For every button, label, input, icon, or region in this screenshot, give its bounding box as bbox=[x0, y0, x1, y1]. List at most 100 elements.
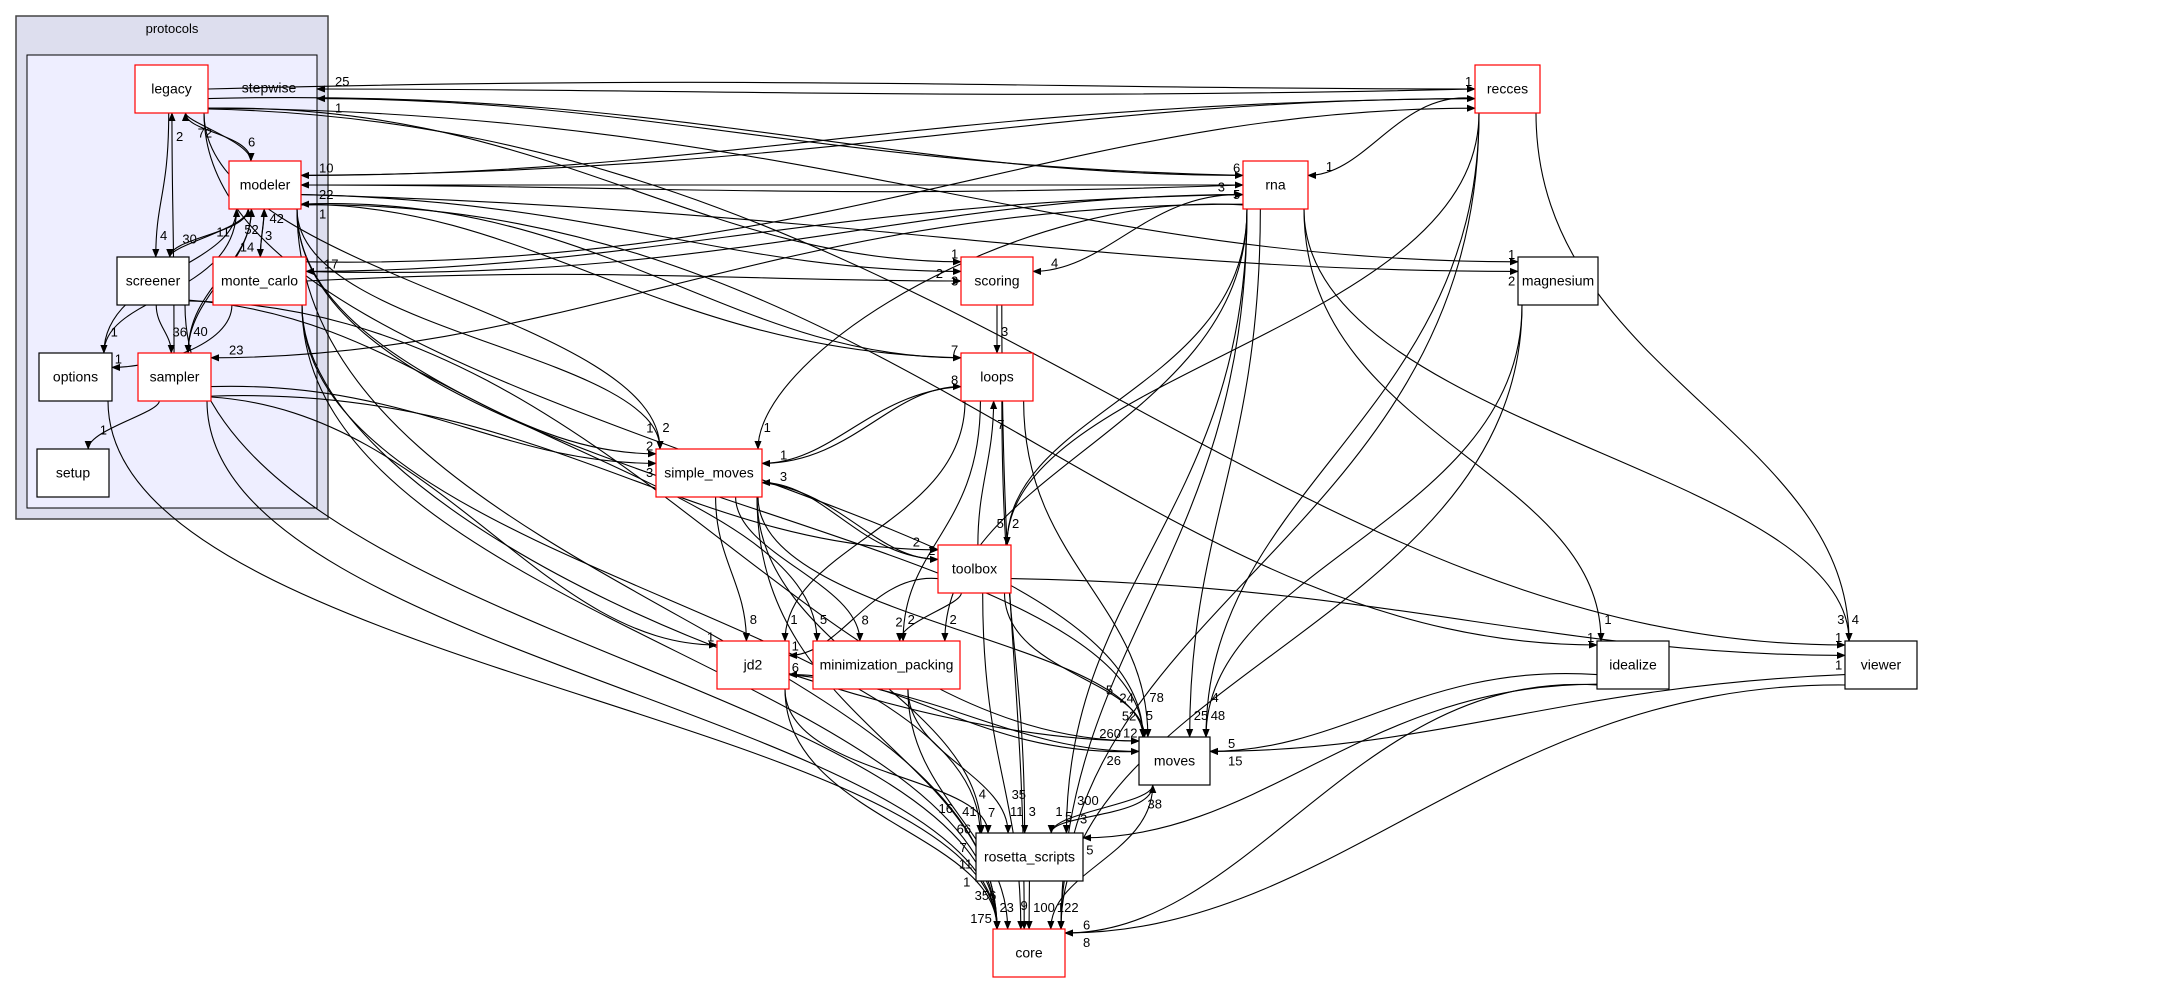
node-idealize[interactable]: idealize bbox=[1596, 640, 1670, 690]
edge-label[interactable]: 48 bbox=[1211, 708, 1225, 723]
edge-label[interactable]: 1 bbox=[780, 447, 787, 462]
edge-rna-to-scoring[interactable] bbox=[1032, 194, 1244, 275]
node-legacy[interactable]: legacy bbox=[134, 64, 209, 114]
edge-label[interactable]: 10 bbox=[319, 160, 333, 175]
edge-label[interactable]: 1 bbox=[1465, 74, 1472, 89]
edge-label[interactable]: 11 bbox=[216, 225, 230, 240]
edge-label[interactable]: 1 bbox=[115, 352, 122, 367]
edge-label[interactable]: 4 bbox=[1051, 255, 1058, 270]
edge-simple-moves-to-jd2[interactable] bbox=[715, 496, 750, 642]
edge-label[interactable]: 6 bbox=[248, 134, 255, 149]
edge-label[interactable]: 3 bbox=[1001, 324, 1008, 339]
edge-monte-carlo-to-options[interactable] bbox=[111, 304, 233, 371]
edge-label[interactable]: 3 bbox=[780, 469, 787, 484]
edge-label[interactable]: 175 bbox=[970, 911, 992, 926]
edge-monte-carlo-to-recces[interactable] bbox=[305, 104, 1476, 263]
edge-label[interactable]: 356 bbox=[975, 888, 997, 903]
node-viewer[interactable]: viewer bbox=[1844, 640, 1918, 690]
edge-label[interactable]: 8 bbox=[750, 612, 757, 627]
edge-loops-to-modeler[interactable] bbox=[300, 200, 962, 359]
edge-legacy-to-recces[interactable] bbox=[207, 81, 1476, 93]
edge-label[interactable]: 2 bbox=[908, 612, 915, 627]
edge-label[interactable]: 42 bbox=[269, 211, 283, 226]
edge-label[interactable]: 5 bbox=[1106, 683, 1113, 698]
edge-moves-to-core[interactable] bbox=[1047, 784, 1154, 930]
edge-label[interactable]: 5 bbox=[1086, 842, 1093, 857]
edge-rna-to-monte-carlo[interactable] bbox=[305, 194, 1244, 275]
edge-label[interactable]: 1 bbox=[792, 638, 799, 653]
edge-modeler-to-recces[interactable] bbox=[300, 95, 1476, 176]
edge-viewer-to-core[interactable] bbox=[1064, 684, 1846, 937]
edge-label[interactable]: 1 bbox=[319, 206, 326, 221]
edge-rna-to-stepwise[interactable] bbox=[316, 95, 1244, 176]
node-options[interactable]: options bbox=[38, 352, 113, 402]
edge-loops-to-jd2[interactable] bbox=[781, 400, 966, 642]
edge-rna-to-viewer[interactable] bbox=[1303, 208, 1853, 642]
edge-modeler-to-minimization-packing[interactable] bbox=[296, 208, 821, 642]
edge-label[interactable]: 122 bbox=[1057, 900, 1079, 915]
edge-label[interactable]: 9 bbox=[1021, 898, 1028, 913]
edge-toolbox-to-minimization-packing[interactable] bbox=[896, 592, 962, 642]
edge-modeler-to-legacy[interactable] bbox=[181, 112, 252, 162]
edge-modeler-to-loops[interactable] bbox=[300, 203, 962, 362]
edge-label[interactable]: 23 bbox=[229, 343, 243, 358]
edge-options-to-core[interactable] bbox=[107, 400, 1001, 930]
edge-label[interactable]: 5 bbox=[1065, 809, 1072, 824]
edge-viewer-to-moves[interactable] bbox=[1209, 674, 1846, 755]
edge-label[interactable]: 3 bbox=[951, 273, 958, 288]
edge-label[interactable]: 260 bbox=[1099, 726, 1121, 741]
edge-rna-to-rosetta-scripts[interactable] bbox=[1062, 208, 1248, 834]
edge-monte-carlo-to-moves[interactable] bbox=[301, 304, 1140, 745]
edge-label[interactable]: 1 bbox=[764, 420, 771, 435]
edge-label[interactable]: 24 bbox=[1119, 691, 1133, 706]
edge-moves-to-rosetta-scripts[interactable] bbox=[1047, 784, 1154, 834]
edge-label[interactable]: 5 bbox=[1146, 708, 1153, 723]
node-scoring[interactable]: scoring bbox=[960, 256, 1034, 306]
edge-label[interactable]: 23 bbox=[999, 900, 1013, 915]
edge-label[interactable]: 4 bbox=[979, 787, 986, 802]
edge-label[interactable]: 5 bbox=[820, 612, 827, 627]
edge-idealize-to-core[interactable] bbox=[1064, 683, 1598, 937]
edge-toolbox-to-loops[interactable] bbox=[977, 400, 998, 546]
edge-label[interactable]: 1 bbox=[1326, 159, 1333, 174]
node-sampler[interactable]: sampler bbox=[137, 352, 212, 402]
edge-label[interactable]: 25 bbox=[1194, 708, 1208, 723]
edge-label[interactable]: 5 bbox=[1233, 187, 1240, 202]
edge-label[interactable]: 6 bbox=[1083, 918, 1090, 933]
edge-label[interactable]: 7 bbox=[951, 343, 958, 358]
edge-label[interactable]: 7 bbox=[988, 805, 995, 820]
edge-modeler-to-magnesium[interactable] bbox=[300, 194, 1519, 275]
edge-label[interactable]: 14 bbox=[240, 239, 254, 254]
edge-label[interactable]: 11 bbox=[1010, 804, 1024, 819]
node-setup[interactable]: setup bbox=[36, 448, 110, 498]
edge-label[interactable]: 2 bbox=[913, 535, 920, 550]
edge-monte-carlo-to-rna[interactable] bbox=[305, 191, 1244, 274]
edge-label[interactable]: 2 bbox=[646, 438, 653, 453]
edge-label[interactable]: 1 bbox=[1835, 657, 1842, 672]
edge-simple-moves-to-toolbox[interactable] bbox=[761, 482, 939, 563]
edge-label[interactable]: 4 bbox=[160, 228, 167, 243]
edge-rna-to-core[interactable] bbox=[1057, 208, 1248, 930]
edge-modeler-to-simple-moves[interactable] bbox=[296, 208, 664, 450]
edge-label[interactable]: 2 bbox=[895, 614, 902, 629]
edge-label[interactable]: 5 bbox=[1228, 736, 1235, 751]
edge-label[interactable]: 3 bbox=[265, 228, 272, 243]
edge-label[interactable]: 66 bbox=[957, 822, 971, 837]
edge-rna-to-moves[interactable] bbox=[1186, 208, 1261, 738]
edge-label[interactable]: 1 bbox=[1604, 612, 1611, 627]
edge-label[interactable]: 4 bbox=[1852, 612, 1859, 627]
edge-label[interactable]: 2 bbox=[662, 420, 669, 435]
node-toolbox[interactable]: toolbox bbox=[937, 544, 1012, 594]
edge-screener-to-sampler[interactable] bbox=[155, 304, 175, 354]
edge-label[interactable]: 2 bbox=[928, 543, 935, 558]
edge-legacy-to-moves[interactable] bbox=[203, 112, 1147, 738]
edge-label[interactable]: 2 bbox=[1508, 273, 1515, 288]
edge-modeler-to-idealize[interactable] bbox=[300, 204, 1598, 649]
edge-recces-to-stepwise[interactable] bbox=[316, 85, 1476, 95]
edge-screener-to-core[interactable] bbox=[184, 304, 1001, 930]
node-core[interactable]: core bbox=[992, 928, 1066, 978]
edge-label[interactable]: 2 bbox=[176, 129, 183, 144]
edge-recces-to-moves[interactable] bbox=[1202, 112, 1480, 738]
edge-label[interactable]: 16 bbox=[939, 801, 953, 816]
node-monte-carlo[interactable]: monte_carlo bbox=[212, 256, 307, 306]
